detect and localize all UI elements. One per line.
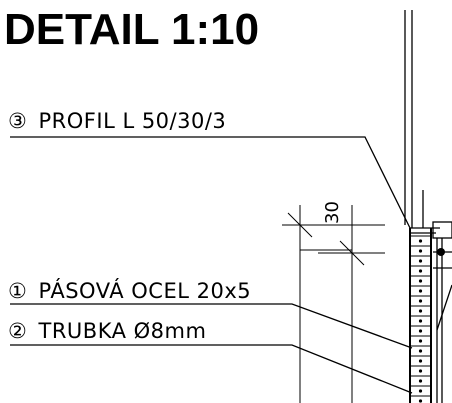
tube-section <box>418 369 423 373</box>
leader-line-pasova-ocel <box>10 303 413 349</box>
tube-section <box>418 319 423 323</box>
dimension-30: 30 <box>282 201 385 403</box>
callout-text-profil: PROFIL L 50/30/3 <box>39 109 227 133</box>
detail-title: DETAIL 1:10 <box>4 5 259 54</box>
tube-section <box>418 259 423 263</box>
callout-text-trubka: TRUBKA Ø8mm <box>38 319 207 343</box>
leader-line-trubka <box>10 344 413 394</box>
callout-marker-1: ① <box>8 279 27 303</box>
callout-text-pasova-ocel: PÁSOVÁ OCEL 20x5 <box>39 278 252 303</box>
tube-section <box>418 289 423 293</box>
callout-profil: ③ PROFIL L 50/30/3 <box>8 109 411 229</box>
tube-section <box>418 349 423 353</box>
tube-section <box>418 309 423 313</box>
tube-section <box>418 389 423 393</box>
svg-text:③ PROFIL L 50/30/3: ③ PROFIL L 50/30/3 <box>8 109 226 133</box>
callout-pasova-ocel: ① PÁSOVÁ OCEL 20x5 <box>8 278 413 349</box>
svg-text:② TRUBKA Ø8mm: ② TRUBKA Ø8mm <box>8 319 206 343</box>
svg-text:① PÁSOVÁ OCEL 20x5: ① PÁSOVÁ OCEL 20x5 <box>8 278 251 303</box>
tube-section <box>418 239 423 243</box>
tube-section <box>418 299 423 303</box>
tube-section <box>418 329 423 333</box>
callout-trubka: ② TRUBKA Ø8mm <box>8 319 413 394</box>
steel-profile <box>404 10 452 403</box>
tube-section <box>418 249 423 253</box>
tube-section <box>418 269 423 273</box>
tube-section <box>418 339 423 343</box>
dimension-text-30: 30 <box>322 201 343 224</box>
tube-section <box>418 379 423 383</box>
tube-section <box>418 399 423 403</box>
tube-section <box>418 279 423 283</box>
flat-steel-hatching <box>410 235 431 403</box>
tube-section <box>418 359 423 363</box>
callout-marker-2: ② <box>8 319 27 343</box>
callout-marker-3: ③ <box>8 109 27 133</box>
leader-line-profil <box>10 136 411 229</box>
